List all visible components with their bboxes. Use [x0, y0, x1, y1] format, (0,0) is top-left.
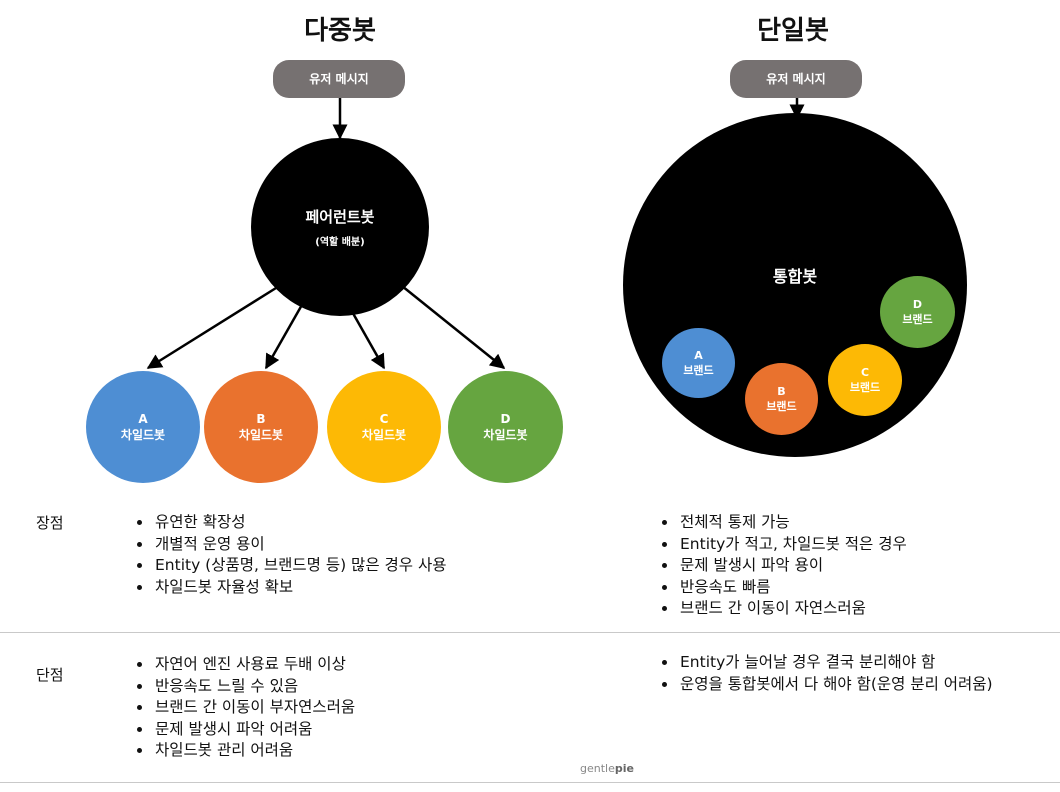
footer-divider [0, 782, 1060, 783]
list-item: 반응속도 빠름 [678, 577, 907, 599]
child-bot-a: A 차일드봇 [86, 371, 200, 483]
cons-single-list: Entity가 늘어날 경우 결국 분리해야 함 운영을 통합봇에서 다 해야 … [656, 652, 993, 695]
section-divider [0, 632, 1060, 633]
list-item: 개별적 운영 용이 [153, 534, 446, 556]
list-item: Entity (상품명, 브랜드명 등) 많은 경우 사용 [153, 555, 446, 577]
child-bot-a-letter: A [138, 411, 148, 426]
child-bot-c: C 차일드봇 [327, 371, 441, 483]
logo-prefix: gentle [580, 762, 615, 775]
list-item: 차일드봇 관리 어려움 [153, 740, 355, 762]
parent-bot-name: 페어런트봇 [305, 208, 375, 226]
list-item: 브랜드 간 이동이 자연스러움 [678, 598, 907, 620]
child-bot-d-label: 차일드봇 [483, 427, 528, 442]
multi-user-message-box: 유저 메시지 [273, 60, 405, 98]
child-bot-b: B 차일드봇 [204, 371, 318, 483]
brand-b-label: 브랜드 [766, 399, 797, 413]
brand-c-label: 브랜드 [849, 380, 881, 394]
parent-bot-role: (역할 배분) [315, 237, 365, 248]
pros-multi-list: 유연한 확장성 개별적 운영 용이 Entity (상품명, 브랜드명 등) 많… [131, 512, 446, 598]
brand-a-label: 브랜드 [683, 363, 714, 377]
list-item: 자연어 엔진 사용료 두배 이상 [153, 654, 355, 676]
brand-d: D 브랜드 [880, 276, 955, 348]
child-bot-b-label: 차일드봇 [238, 427, 284, 442]
pros-label: 장점 [36, 514, 64, 532]
brand-b: B 브랜드 [745, 363, 818, 435]
brand-c: C 브랜드 [828, 344, 902, 416]
single-bot-title: 단일봇 [757, 16, 829, 46]
gentlepie-logo: gentlepie [580, 762, 634, 775]
brand-b-letter: B [777, 384, 786, 398]
brand-c-letter: C [860, 365, 870, 379]
brand-a: A 브랜드 [662, 328, 735, 398]
child-bot-b-letter: B [256, 411, 266, 426]
list-item: 전체적 통제 가능 [678, 512, 907, 534]
child-bot-a-label: 차일드봇 [120, 427, 166, 442]
child-bot-d-letter: D [500, 411, 511, 426]
child-bot-c-letter: C [379, 411, 389, 426]
list-item: 차일드봇 자율성 확보 [153, 577, 446, 599]
child-bot-c-label: 차일드봇 [361, 427, 407, 442]
cons-multi-list: 자연어 엔진 사용료 두배 이상 반응속도 느릴 수 있음 브랜드 간 이동이 … [131, 654, 355, 762]
list-item: Entity가 적고, 차일드봇 적은 경우 [678, 534, 907, 556]
brand-d-label: 브랜드 [902, 312, 933, 326]
list-item: 문제 발생시 파악 용이 [678, 555, 907, 577]
single-user-message-box: 유저 메시지 [730, 60, 862, 98]
logo-suffix: pie [614, 762, 634, 775]
child-bot-d: D 차일드봇 [448, 371, 563, 483]
pros-single-list: 전체적 통제 가능 Entity가 적고, 차일드봇 적은 경우 문제 발생시 … [656, 512, 907, 620]
brand-a-letter: A [694, 348, 703, 362]
brand-d-letter: D [912, 297, 923, 311]
list-item: 운영을 통합봇에서 다 해야 함(운영 분리 어려움) [678, 674, 993, 696]
list-item: 문제 발생시 파악 어려움 [153, 719, 355, 741]
arrow-parent-to-child-b [264, 302, 305, 370]
arrow-parent-to-child-a [146, 286, 277, 370]
list-item: 유연한 확장성 [153, 512, 446, 534]
list-item: 반응속도 느릴 수 있음 [153, 676, 355, 698]
arrow-parent-to-child-c [348, 307, 386, 370]
integrated-bot-name: 통합봇 [772, 267, 818, 286]
list-item: Entity가 늘어날 경우 결국 분리해야 함 [678, 652, 993, 674]
multi-bot-title: 다중봇 [304, 16, 376, 46]
arrow-parent-to-child-d [401, 285, 506, 369]
parent-bot-node: 페어런트봇 (역할 배분) [251, 138, 429, 316]
list-item: 브랜드 간 이동이 부자연스러움 [153, 697, 355, 719]
cons-label: 단점 [36, 666, 64, 684]
